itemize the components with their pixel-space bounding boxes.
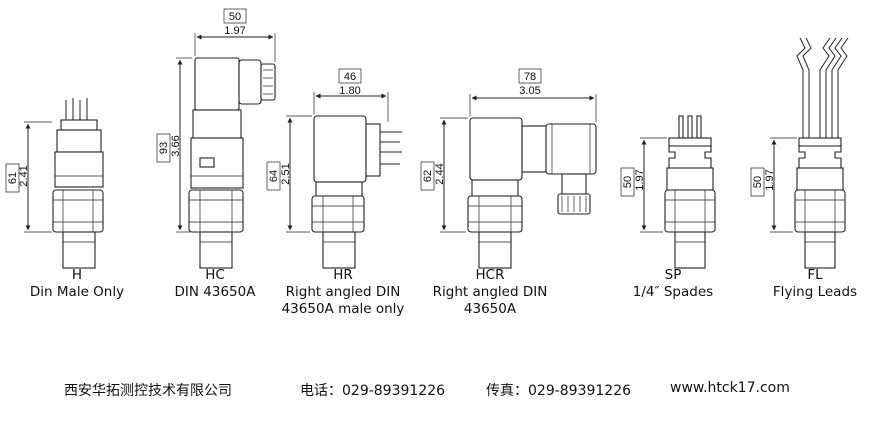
sensor-hr-width-label: 46 1.80 — [338, 68, 362, 97]
sensor-hc-width-label: 50 1.97 — [223, 8, 247, 37]
caption-hc: HC DIN 43650A — [140, 267, 290, 301]
sensor-hcr-width-label: 78 3.05 — [518, 68, 542, 97]
caption-hcr-code: HCR — [475, 267, 505, 283]
sensor-fl-height-label: 50 1.97 — [750, 167, 776, 197]
sensor-hr-height-label: 64 2.51 — [266, 161, 292, 191]
sensor-sp-drawing — [640, 115, 716, 269]
svg-text:1.97: 1.97 — [634, 169, 646, 190]
sensor-fl-drawing — [770, 37, 849, 269]
sensor-sp-height-label: 50 1.97 — [620, 167, 646, 197]
svg-text:46: 46 — [344, 71, 356, 83]
caption-fl: FL Flying Leads — [740, 267, 870, 301]
svg-text:61: 61 — [7, 172, 19, 184]
caption-h-code: H — [71, 267, 83, 283]
sensor-hcr-height-label: 62 2.44 — [420, 161, 446, 191]
sensor-hr-drawing — [286, 92, 402, 269]
caption-fl-code: FL — [807, 267, 823, 283]
caption-hcr-desc-2: 43650A — [463, 301, 517, 317]
caption-hr-desc-1: Right angled DIN — [285, 284, 401, 300]
caption-h: H Din Male Only — [2, 267, 152, 301]
sensor-hcr-drawing — [440, 94, 597, 269]
caption-sp-desc: 1/4″ Spades — [632, 284, 714, 300]
svg-text:1.97: 1.97 — [764, 169, 776, 190]
caption-hr-code: HR — [333, 267, 353, 283]
caption-hr-desc-2: 43650A male only — [281, 301, 405, 317]
svg-text:3.66: 3.66 — [170, 135, 182, 156]
svg-text:50: 50 — [752, 176, 764, 188]
caption-hcr: HCR Right angled DIN 43650A — [415, 267, 565, 318]
svg-text:50: 50 — [229, 11, 241, 23]
svg-text:78: 78 — [524, 71, 536, 83]
caption-h-desc: Din Male Only — [29, 284, 125, 300]
svg-text:93: 93 — [158, 142, 170, 154]
sensor-hc-drawing — [176, 33, 276, 269]
footer-fax: 传真：029-89391226 — [486, 383, 632, 399]
footer-website[interactable]: www.htck17.com — [670, 380, 790, 396]
caption-sp-code: SP — [664, 267, 682, 283]
caption-sp: SP 1/4″ Spades — [598, 267, 748, 301]
svg-text:2.51: 2.51 — [280, 163, 292, 184]
caption-hc-desc: DIN 43650A — [174, 284, 256, 300]
caption-hr: HR Right angled DIN 43650A male only — [268, 267, 418, 318]
svg-text:50: 50 — [622, 176, 634, 188]
sensor-h-height-label: 61 2.41 — [5, 163, 30, 193]
svg-text:64: 64 — [268, 170, 280, 182]
caption-hc-code: HC — [205, 267, 225, 283]
caption-fl-desc: Flying Leads — [772, 284, 858, 300]
svg-text:1.97: 1.97 — [224, 25, 245, 37]
svg-text:3.05: 3.05 — [519, 85, 540, 97]
footer-company: 西安华拓测控技术有限公司 — [64, 383, 232, 399]
svg-text:62: 62 — [422, 170, 434, 182]
footer-phone: 电话：029-89391226 — [300, 383, 446, 399]
svg-text:2.41: 2.41 — [18, 165, 30, 186]
sensor-h-drawing — [24, 98, 104, 269]
caption-hcr-desc-1: Right angled DIN — [432, 284, 548, 300]
svg-text:2.44: 2.44 — [434, 163, 446, 184]
sensor-hc-height-label: 93 3.66 — [156, 133, 182, 163]
svg-text:1.80: 1.80 — [339, 85, 360, 97]
